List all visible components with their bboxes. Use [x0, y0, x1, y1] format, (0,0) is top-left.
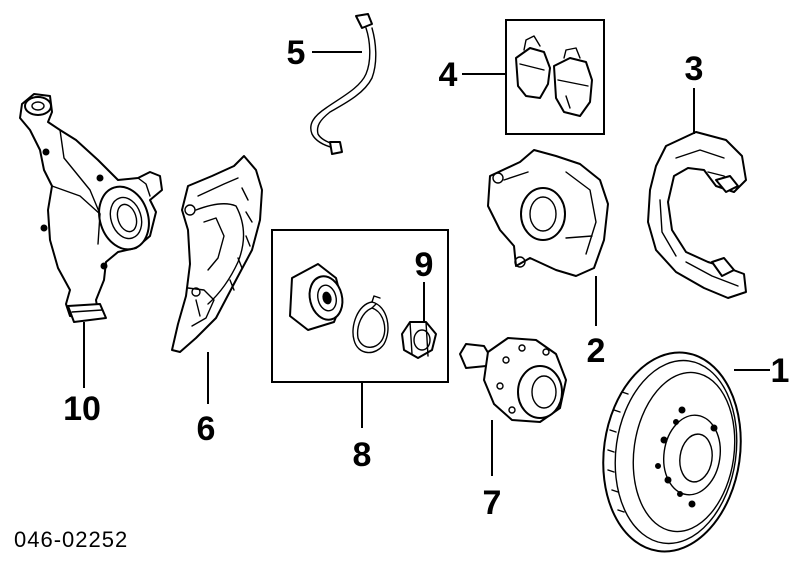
caliper-bracket — [647, 131, 747, 299]
wheel-bearing — [289, 263, 344, 331]
callout-6: 6 — [197, 410, 216, 448]
diagram-code: 046-02252 — [14, 527, 128, 552]
callout-10: 10 — [63, 390, 101, 428]
callout-4: 4 — [439, 56, 458, 94]
callout-9: 9 — [415, 246, 434, 284]
splash-shield — [171, 155, 263, 353]
brake-hose — [310, 13, 377, 155]
callout-7: 7 — [483, 484, 502, 522]
snap-ring — [352, 295, 389, 354]
brake-disc-rotor — [602, 351, 742, 553]
callout-2: 2 — [587, 332, 606, 370]
callout-1: 1 — [771, 352, 790, 390]
wheel-hub-flange — [459, 337, 567, 423]
wheel-bearing-kit-box — [271, 229, 449, 383]
callout-8: 8 — [353, 436, 372, 474]
callout-5: 5 — [287, 34, 306, 72]
hub-nut — [401, 321, 437, 359]
steering-knuckle — [19, 93, 163, 323]
callout-3: 3 — [685, 50, 704, 88]
brake-pads-box — [505, 19, 605, 135]
brake-caliper — [487, 149, 609, 277]
